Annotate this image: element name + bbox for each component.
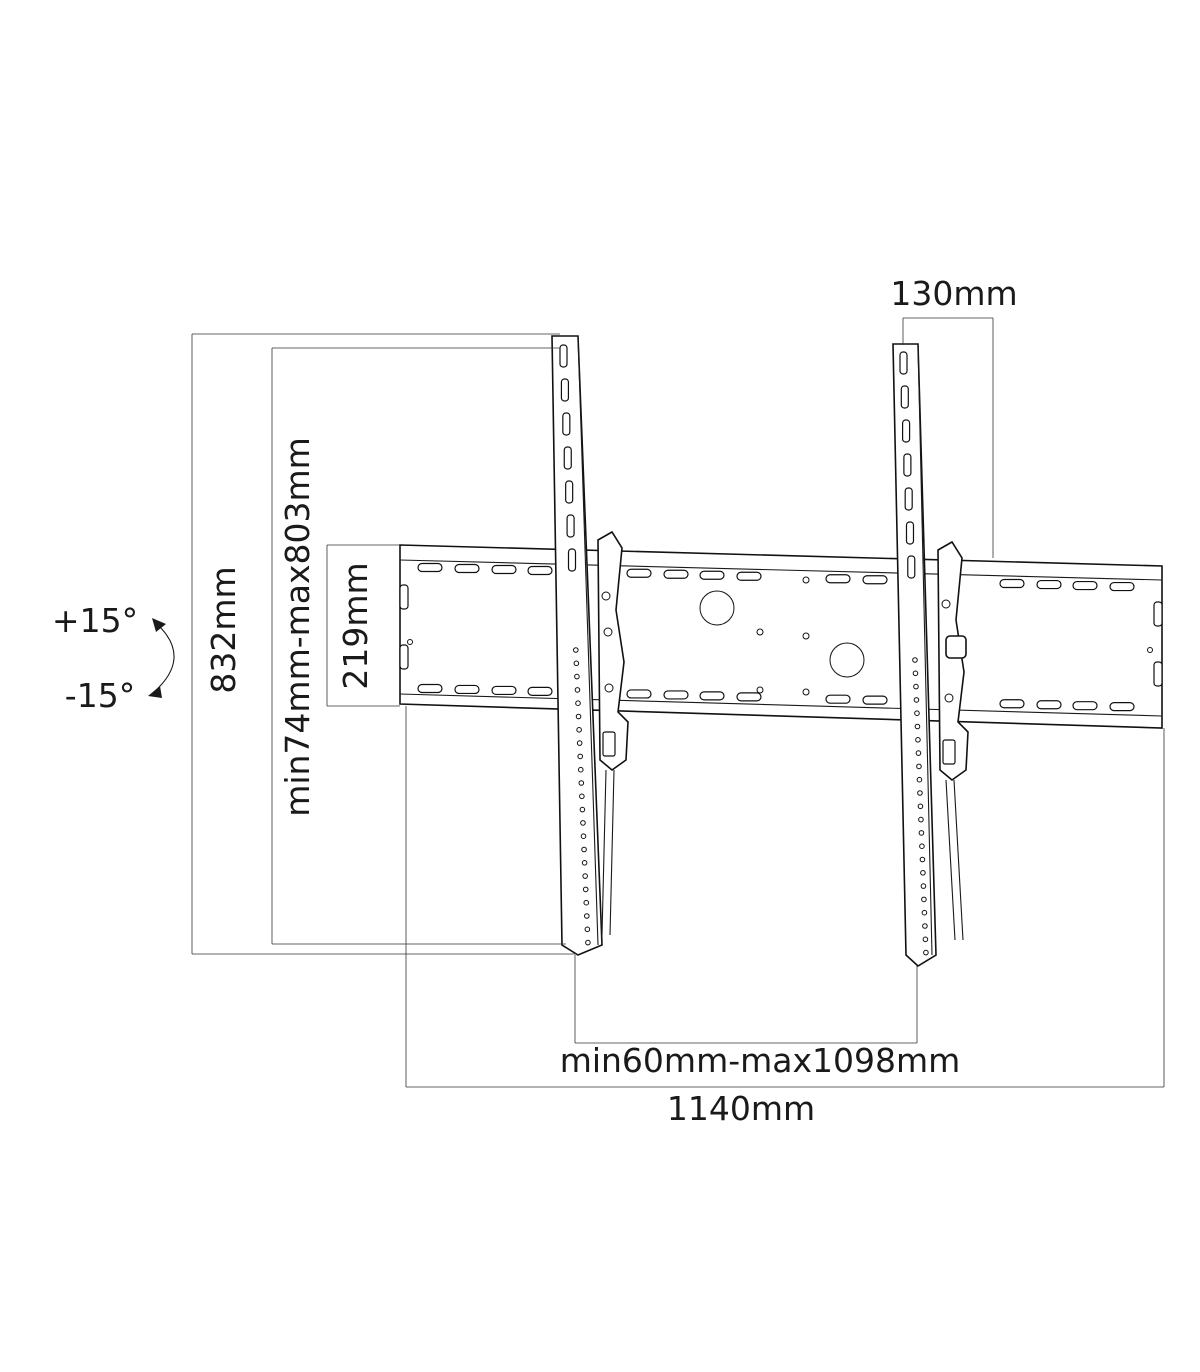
- plate-height-label: 219mm: [336, 562, 375, 689]
- right-tilt-knob: [945, 635, 967, 659]
- wall-plate-large-hole: [699, 590, 735, 626]
- depth-label: 130mm: [890, 274, 1017, 313]
- tilt-down-label: -15°: [65, 676, 135, 715]
- tilt-arc-arrow-icon: [148, 618, 175, 698]
- total-width-label: 1140mm: [667, 1089, 815, 1128]
- vesa-vertical-label: min74mm-max803mm: [278, 437, 317, 817]
- tilt-up-label: +15°: [52, 601, 138, 640]
- left-tilt-mechanism: [597, 530, 629, 936]
- wall-plate-large-hole: [829, 642, 865, 678]
- left-vertical-arm: [551, 335, 629, 956]
- vesa-horizontal-label: min60mm-max1098mm: [560, 1041, 961, 1080]
- wall-plate-bottom-slots: [417, 683, 1135, 712]
- right-tilt-mechanism: [937, 540, 969, 941]
- bracket-height-label: 832mm: [204, 566, 243, 693]
- wall-plate: [399, 544, 1163, 729]
- dimension-lines: [191, 317, 1165, 1088]
- right-vertical-arm: [892, 343, 969, 967]
- wall-plate-top-slots: [417, 562, 1135, 592]
